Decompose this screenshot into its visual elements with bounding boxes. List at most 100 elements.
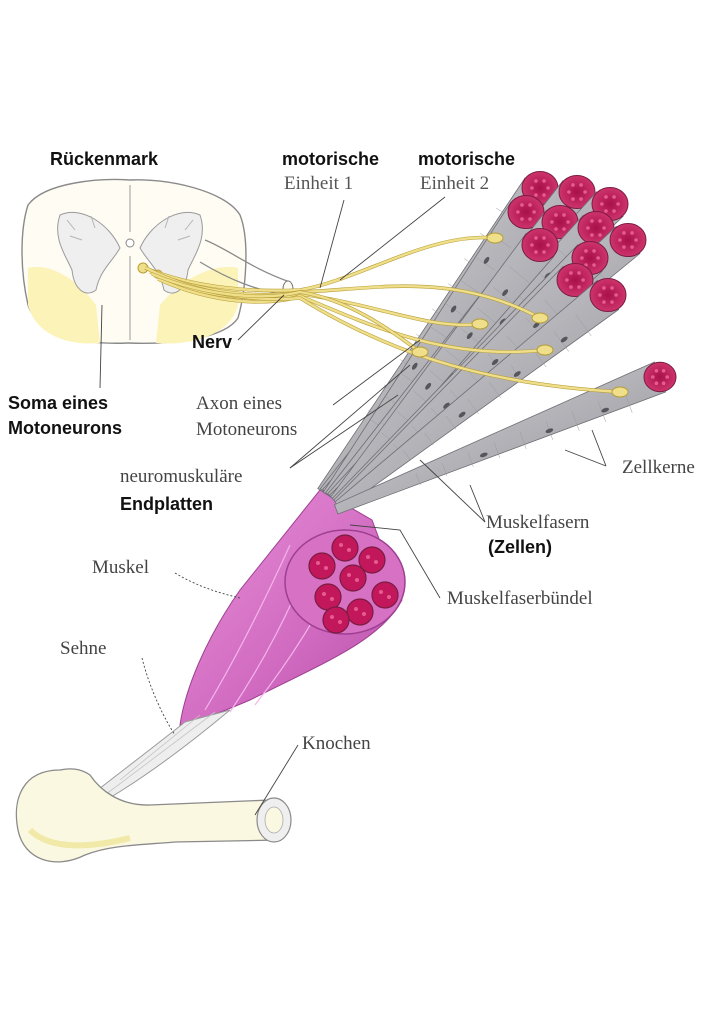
cell-nucleus: [533, 321, 540, 329]
fascicle: [358, 546, 386, 574]
myofibril-dot: [546, 186, 550, 190]
myofibril-dot: [316, 561, 320, 565]
fiber-striation: [424, 432, 434, 446]
fascicle: [346, 598, 374, 626]
myofibril-dot: [665, 375, 669, 379]
fascicle: [314, 583, 342, 611]
fiber-striation: [489, 382, 502, 399]
myofibril-dot: [330, 615, 334, 619]
myofibril-dot: [562, 213, 566, 217]
myofibril-dot: [534, 179, 538, 183]
label-muskelfaserbuendel: Muskelfaserbündel: [447, 588, 593, 609]
label-muskelfasern: Muskelfasern: [486, 512, 590, 533]
cell-nucleus: [450, 305, 457, 313]
cell-nucleus: [545, 428, 554, 434]
cell-nucleus: [479, 452, 488, 458]
label-einheit-1: Einheit 1: [284, 173, 354, 194]
fiber-striation: [519, 431, 527, 449]
cell-nucleus: [443, 402, 450, 409]
fiber-striation: [467, 399, 479, 414]
spinal-cord: [21, 178, 294, 345]
myofibril-dot: [347, 548, 351, 552]
cell-nucleus: [513, 371, 521, 377]
myofibril-dot: [604, 209, 608, 213]
myofibril-dot: [598, 293, 602, 297]
fiber-cut-end: [558, 174, 596, 210]
myofibril-dot: [520, 203, 524, 207]
fiber-striation: [467, 452, 474, 467]
fiber-cut-end: [589, 277, 627, 313]
label-neuromuskulaere: neuromuskuläre: [120, 466, 243, 487]
label-zellkerne: Zellkerne: [622, 457, 695, 478]
myofibril-dot: [366, 555, 370, 559]
label-axon-line-1: Axon eines: [196, 393, 283, 414]
cell-nucleus: [502, 289, 509, 296]
myofibril-dot: [374, 560, 378, 564]
myofibril-dot: [542, 193, 546, 197]
myofibril-dot: [530, 243, 534, 247]
fascicle: [322, 606, 350, 634]
neuromuscular-endplate: [531, 312, 549, 324]
myofibril-dot: [550, 220, 554, 224]
myofibril-dot: [622, 245, 626, 249]
myofibril-dot: [567, 190, 571, 194]
cell-nucleus: [601, 407, 609, 413]
cell-nucleus: [483, 256, 490, 264]
motoneuron-axons: [144, 232, 629, 398]
myofibril-dot: [618, 238, 622, 242]
axon: [144, 236, 496, 292]
myofibril-dot: [565, 278, 569, 282]
myofibril-dot: [339, 543, 343, 547]
myofibril-dot: [616, 202, 620, 206]
myofibril-dot: [630, 245, 634, 249]
fiber-striation: [400, 372, 414, 383]
fiber-striation: [575, 314, 592, 337]
myofibril-dot: [580, 256, 584, 260]
myofibril-dot: [554, 213, 558, 217]
myofibril-dot: [651, 375, 655, 379]
cell-nucleus: [458, 411, 466, 418]
fiber-cut-end: [507, 194, 545, 230]
leader-lines: [99, 196, 607, 816]
myofibril-dot: [596, 256, 600, 260]
myofibril-dot: [600, 202, 604, 206]
tendon-and-bone: [15, 709, 292, 863]
cell-nucleus: [411, 362, 418, 370]
myofibril-dot: [586, 226, 590, 230]
myofibril-dot: [577, 285, 581, 289]
fiber-striation: [477, 307, 496, 323]
label-rueckenmark: Rückenmark: [50, 149, 159, 169]
myofibril-dot: [546, 243, 550, 247]
fascicle: [308, 552, 336, 580]
fiber-cut-end: [521, 227, 559, 263]
fascicle: [339, 564, 367, 592]
myofibril-dot: [569, 271, 573, 275]
myofibril-dot: [566, 220, 570, 224]
cell-nucleus: [466, 332, 473, 339]
fiber-cut-end: [556, 262, 594, 298]
myofibril-dot: [622, 231, 626, 235]
myofibril-dot: [602, 286, 606, 290]
myofibril-dot: [534, 250, 538, 254]
myofibril-dot: [579, 183, 583, 187]
neuromuscular-endplate: [536, 344, 554, 356]
muscle-fascicle-cross-sections: [308, 534, 399, 634]
myofibril-dot: [604, 195, 608, 199]
label-muskel: Muskel: [92, 557, 149, 578]
axon: [151, 272, 421, 353]
label-soma-line-2: Motoneurons: [8, 418, 122, 438]
neuromuscular-endplate: [486, 232, 504, 244]
myofibril-dot: [554, 227, 558, 231]
myofibril-dot: [571, 197, 575, 201]
myofibril-dot: [562, 227, 566, 231]
fiber-striation: [445, 415, 457, 430]
fiber-striation: [429, 326, 447, 338]
myofibril-dot: [630, 231, 634, 235]
fiber-striation: [413, 390, 427, 402]
myofibril-dot: [590, 233, 594, 237]
cell-nucleus: [560, 336, 568, 343]
label-sehne: Sehne: [60, 638, 107, 659]
myofibril-dot: [614, 293, 618, 297]
